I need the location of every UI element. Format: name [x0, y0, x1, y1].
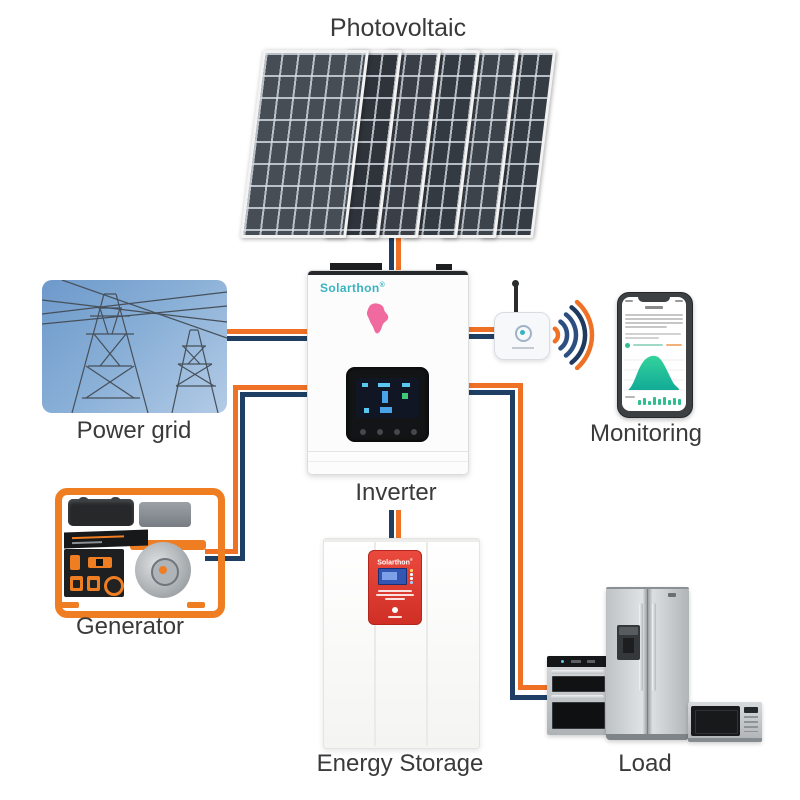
phone-area-chart — [624, 355, 684, 391]
wire-gen-inverter-navy — [240, 392, 308, 397]
wire-grid-inverter-navy — [227, 336, 308, 341]
inverter-image: Solarthon® — [307, 270, 469, 475]
phone-notch — [638, 297, 670, 302]
transmission-tower-icon — [42, 280, 227, 413]
wire-pv-inverter-orange — [396, 236, 401, 272]
battery-control-panel: Solarthon® — [368, 550, 422, 625]
oven-icon — [547, 656, 608, 735]
generator-engine-top — [139, 502, 191, 527]
power-grid-photo — [42, 280, 227, 413]
wire-gen-vertical-navy — [240, 392, 245, 561]
inverter-button — [377, 429, 383, 435]
wire-pv-inverter-navy — [389, 236, 394, 272]
wire-inverter-storage-navy — [389, 510, 394, 540]
wifi-module-icon — [494, 312, 550, 360]
inverter-label: Inverter — [355, 479, 437, 506]
wire-inverter-load-top-orange — [466, 383, 523, 388]
inverter-terminal — [330, 263, 382, 271]
wire-grid-inverter-orange — [227, 329, 308, 334]
inverter-terminal — [436, 264, 452, 271]
battery-lcd-screen — [378, 568, 407, 585]
generator-banner — [64, 529, 148, 549]
fridge-handle — [652, 603, 656, 691]
load-label: Load — [618, 750, 672, 777]
inverter-button — [394, 429, 400, 435]
wire-inverter-wifi-orange — [466, 327, 497, 332]
wire-inverter-load-bot-navy — [510, 695, 549, 700]
wire-gen-inverter-orange — [233, 385, 308, 390]
wire-gen-vertical-orange — [233, 385, 238, 554]
wire-inverter-load-bot-orange — [518, 685, 549, 690]
generator-label: Generator — [75, 613, 185, 640]
wire-gen-stub-navy — [205, 556, 245, 561]
wire-inverter-load-vert-navy — [510, 390, 515, 700]
fridge-handle — [639, 603, 643, 691]
wire-inverter-wifi-navy — [466, 334, 497, 339]
generator-fuel-tank — [68, 499, 134, 526]
battery-image: Solarthon® — [323, 538, 480, 749]
battery-brand-text: Solarthon® — [377, 557, 413, 567]
wifi-waves-icon — [552, 300, 595, 370]
generator-frame — [55, 488, 225, 618]
inverter-display — [346, 367, 429, 442]
africa-logo-icon — [366, 303, 389, 334]
fridge-dispenser — [617, 625, 640, 660]
inverter-button — [411, 429, 417, 435]
energy-storage-label: Energy Storage — [316, 750, 484, 777]
inverter-brand-text: Solarthon® — [320, 281, 386, 295]
generator-control-panel — [64, 549, 124, 597]
fridge-icon — [606, 587, 689, 740]
inverter-lcd-screen — [356, 378, 419, 418]
phone-screen — [622, 297, 686, 411]
wifi-antenna-icon — [514, 283, 518, 315]
phone-icon — [617, 292, 693, 418]
inverter-button — [360, 429, 366, 435]
power-grid-label: Power grid — [76, 417, 192, 444]
wire-inverter-load-vert-orange — [518, 383, 523, 690]
microwave-icon — [688, 702, 762, 742]
photovoltaic-label: Photovoltaic — [329, 14, 467, 42]
wire-inverter-storage-orange — [396, 510, 401, 540]
generator-image — [55, 488, 225, 618]
wire-inverter-load-top-navy — [466, 390, 515, 395]
monitoring-label: Monitoring — [589, 420, 703, 447]
